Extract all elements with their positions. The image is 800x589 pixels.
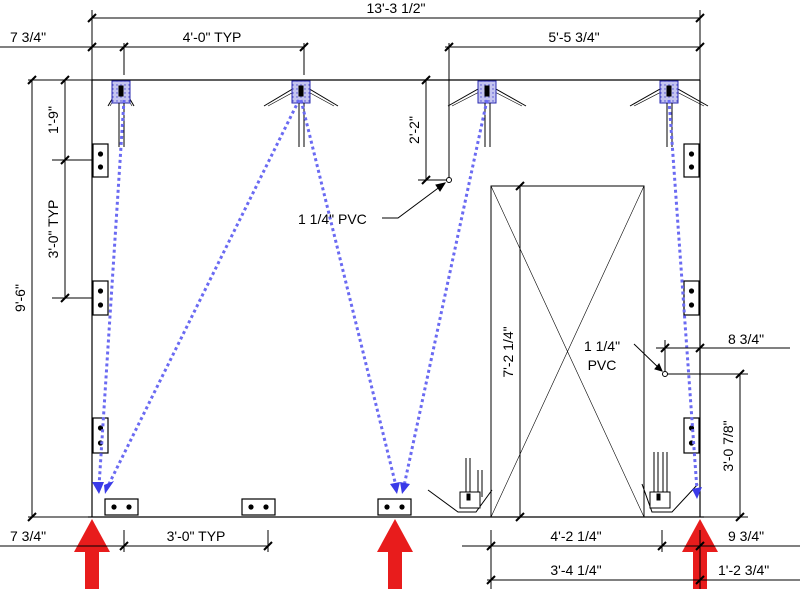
opening-cross-b (490, 185, 645, 518)
wall-opening (490, 185, 645, 518)
dim-left-offset-bottom: 7 3/4" (10, 528, 46, 544)
dim-anchor-spacing: 4'-0" TYP (183, 29, 242, 45)
dimension-lines (0, 10, 800, 589)
dim-lower-run: 3'-4 1/4" (550, 562, 601, 578)
dim-left-offset-top: 7 3/4" (10, 29, 46, 45)
pvc-lower-label-line2: PVC (588, 357, 617, 373)
pvc-lower-label-line1: 1 1/4" (584, 338, 620, 354)
load-path-head-5 (692, 487, 702, 499)
callout-labels: 1 1/4" PVC 1 1/4" PVC (298, 211, 620, 373)
left-plate-1 (92, 143, 109, 178)
dim-right-span: 5'-5 3/4" (548, 29, 599, 45)
dimension-labels: 13'-3 1/2" 7 3/4" 4'-0" TYP 5'-5 3/4" 9'… (10, 0, 769, 578)
top-anchor-4 (629, 80, 709, 147)
load-path-head-4 (400, 482, 410, 494)
pvc-upper-leader (382, 182, 446, 219)
dim-overall-width: 13'-3 1/2" (366, 0, 425, 16)
load-path-1 (97, 99, 126, 487)
reaction-arrow-middle (377, 519, 413, 589)
bottom-plate-3 (377, 498, 412, 516)
bottom-plate-1 (104, 498, 139, 516)
pvc-callouts (382, 177, 668, 377)
top-anchor-3 (447, 80, 527, 147)
dim-opening-height: 7'-2 1/4" (500, 326, 516, 377)
opening-anchor-right (641, 452, 699, 513)
bottom-plate-2 (241, 498, 276, 516)
left-plate-3 (92, 417, 109, 454)
pvc-upper-label: 1 1/4" PVC (298, 211, 367, 227)
dim-vertical-spacing: 3'-0" TYP (45, 200, 61, 259)
opening-frame (490, 185, 645, 518)
dim-opening-width: 4'-2 1/4" (550, 528, 601, 544)
top-anchor-1 (107, 80, 135, 147)
top-anchor-2 (263, 80, 339, 147)
reaction-arrow-left (74, 519, 110, 589)
opening-anchor-left (427, 458, 493, 513)
bottom-plates (104, 498, 412, 516)
load-path-5 (667, 99, 699, 491)
right-plate-1 (683, 143, 700, 178)
load-path-3 (299, 99, 398, 487)
load-path-head-3 (390, 482, 400, 494)
dim-right-lower-height: 3'-0 7/8" (720, 420, 736, 471)
side-plates (92, 143, 700, 454)
load-path-heads (92, 481, 702, 499)
load-path-2 (106, 99, 301, 487)
load-paths (97, 99, 699, 491)
dim-right-offset-bottom: 9 3/4" (728, 528, 764, 544)
load-path-4 (402, 99, 489, 487)
dim-top-edge: 1'-9" (45, 106, 61, 134)
dim-bottom-spacing: 3'-0" TYP (167, 528, 226, 544)
wall-outline (88, 79, 704, 518)
dim-pipe-drop: 2'-2" (406, 116, 422, 144)
opening-anchors (427, 452, 699, 513)
dim-right-offset-side: 8 3/4" (728, 331, 764, 347)
load-path-head-2 (104, 481, 114, 494)
pvc-upper-marker (446, 177, 452, 183)
left-plate-2 (92, 280, 109, 316)
top-anchors (107, 80, 709, 147)
pvc-lower-marker (662, 371, 668, 377)
dim-wall-height: 9'-6" (12, 284, 28, 312)
right-plate-2 (683, 280, 700, 316)
load-path-head-1 (92, 482, 104, 494)
dim-right-end: 1'-2 3/4" (718, 562, 769, 578)
